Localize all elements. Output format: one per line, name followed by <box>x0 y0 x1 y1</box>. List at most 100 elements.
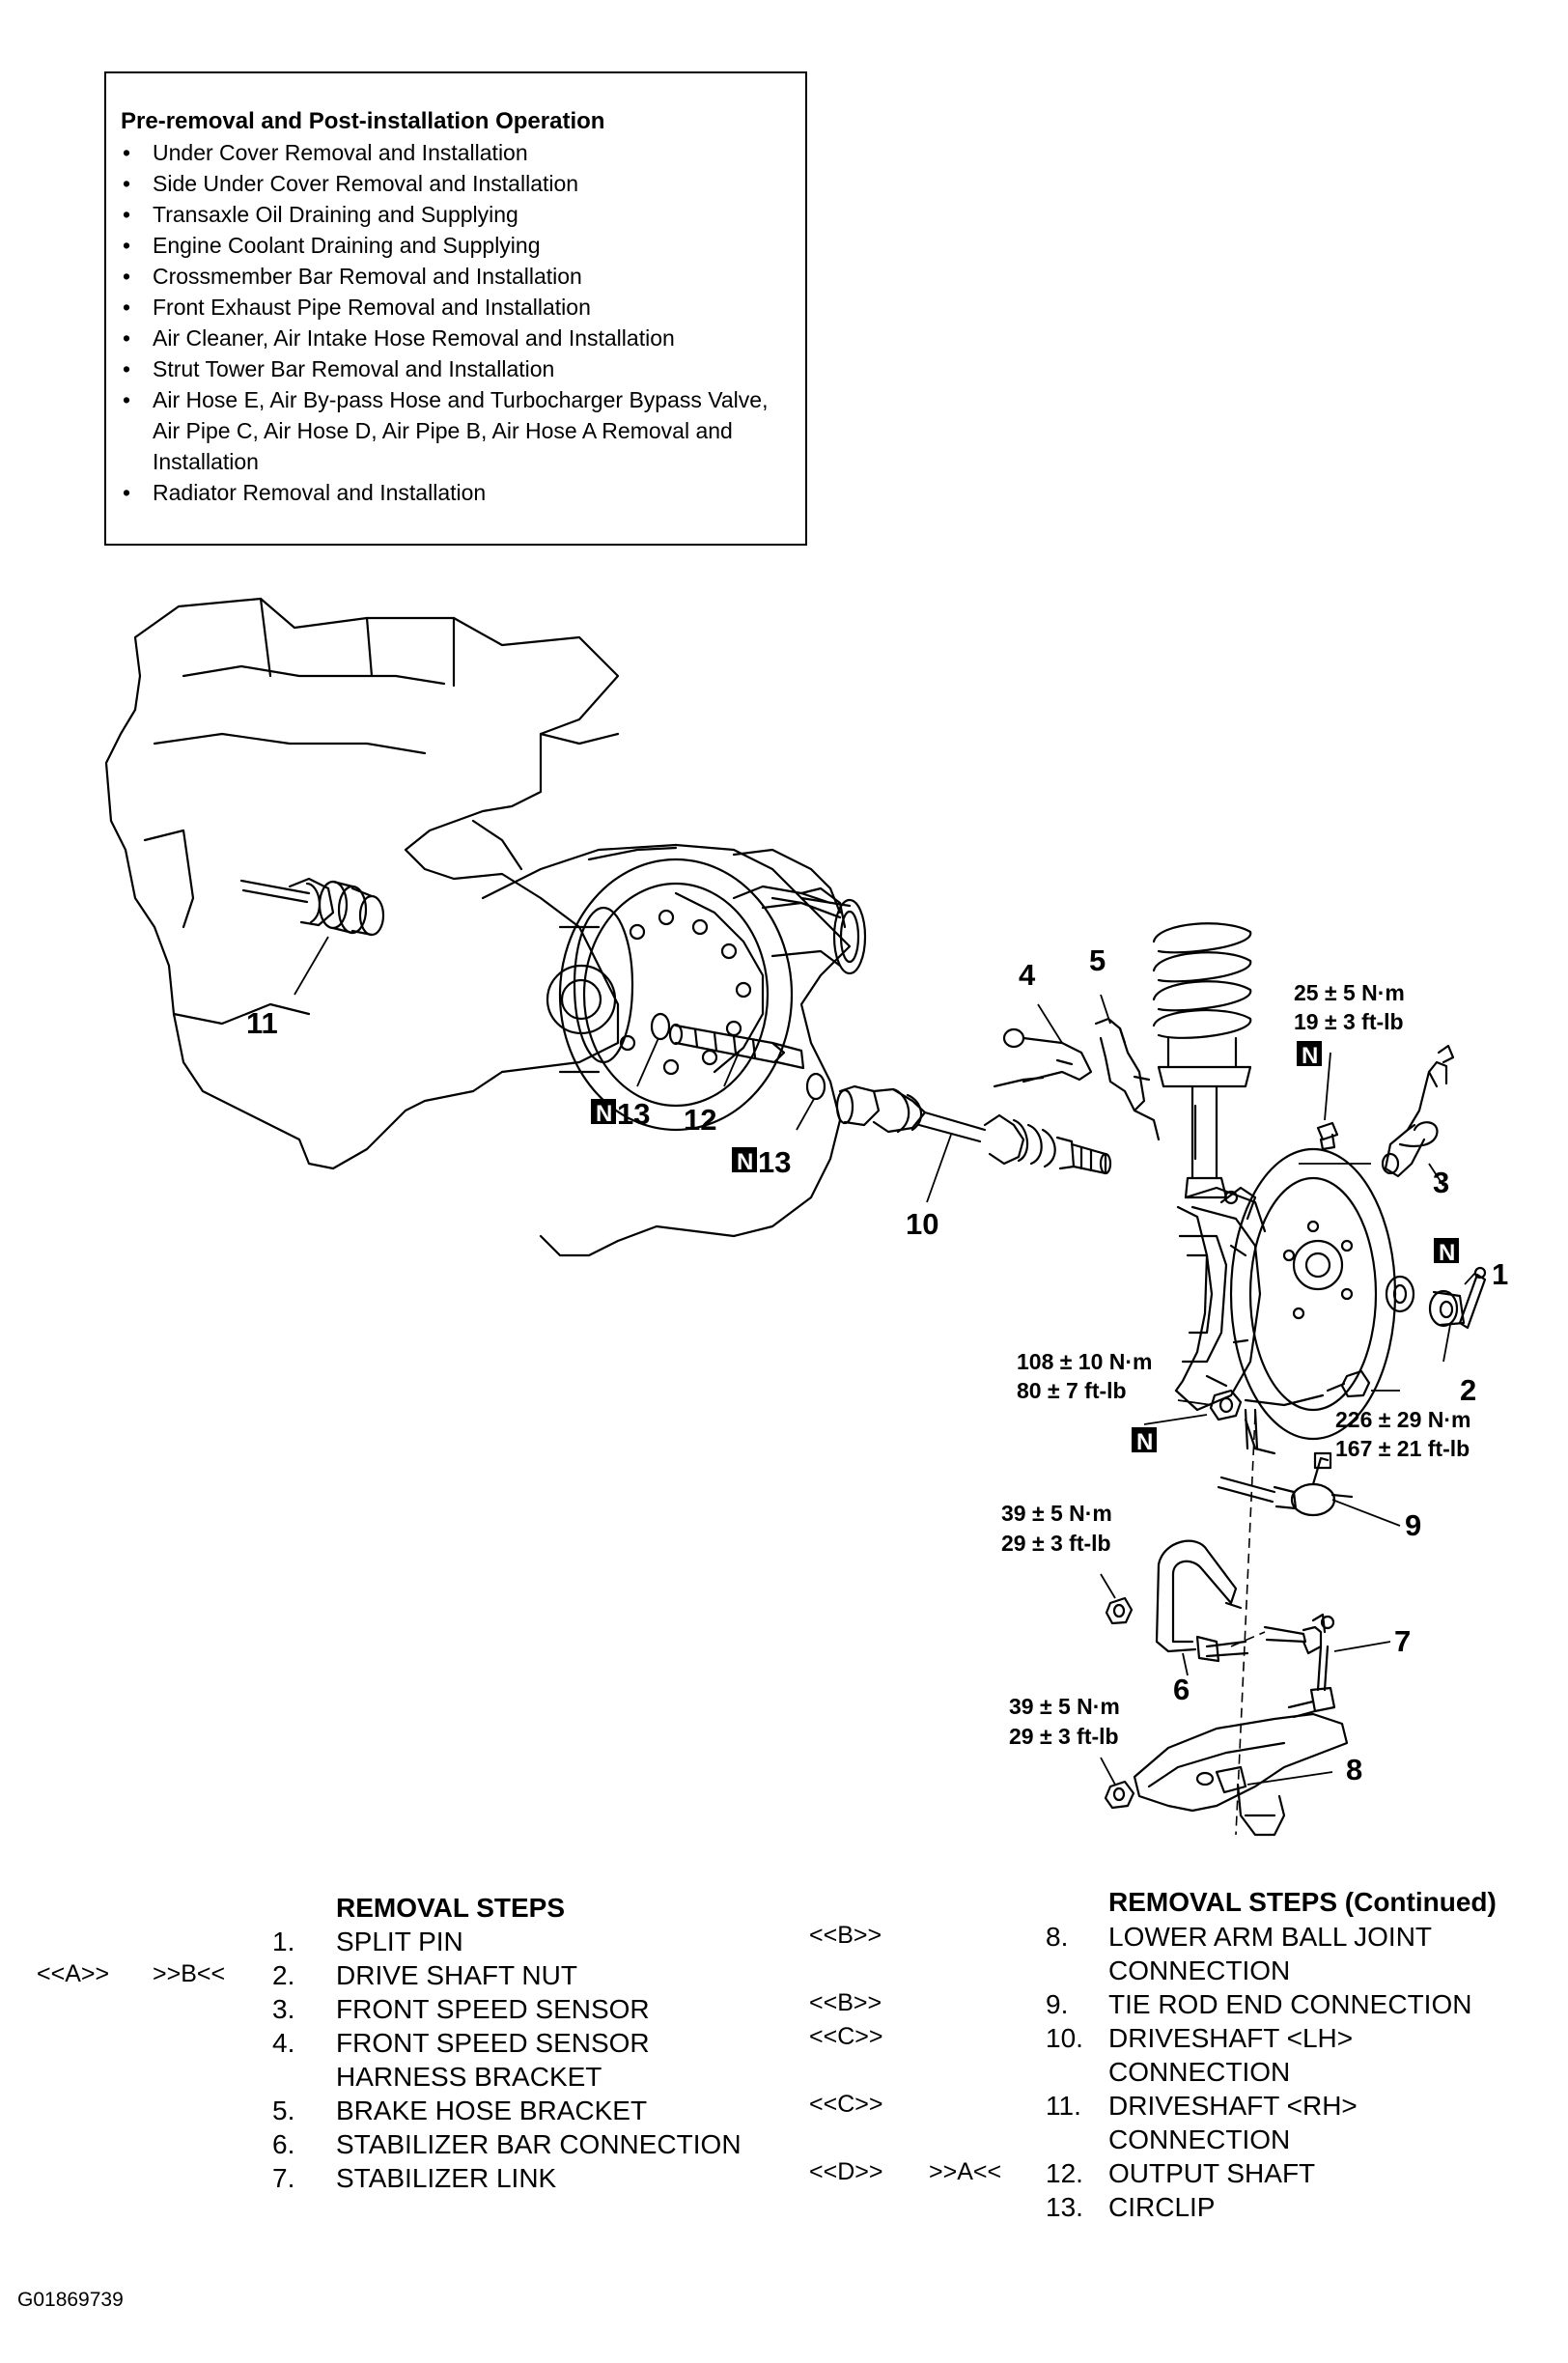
torque-balljoint-nm: 108 ± 10 N·m <box>1017 1349 1152 1374</box>
n-mark-box <box>1297 1041 1322 1066</box>
step-text-cont: CONNECTION <box>1108 1955 1291 1985</box>
lower-arm <box>1133 1712 1349 1837</box>
torque-lower-nm: 39 ± 5 N·m <box>1009 1694 1120 1719</box>
torque-lower-ft: 29 ± 3 ft-lb <box>1009 1724 1119 1749</box>
step-text: CIRCLIP <box>1108 2192 1216 2222</box>
callout-7: 7 <box>1394 1624 1411 1658</box>
step-text: SPLIT PIN <box>336 1927 463 1956</box>
pre-removal-item: Air Hose E, Air By-pass Hose and Turboch… <box>118 384 794 477</box>
pre-removal-item: Transaxle Oil Draining and Supplying <box>118 199 794 230</box>
torque-stab-ft: 29 ± 3 ft-lb <box>1001 1531 1111 1556</box>
step-number: 2. <box>272 1960 295 1990</box>
pre-removal-box <box>104 71 807 546</box>
removal-steps-header: REMOVAL STEPS <box>336 1893 566 1923</box>
stabilizer-nut <box>1105 1596 1134 1625</box>
engine-block <box>104 597 620 1170</box>
step-text: LOWER ARM BALL JOINT <box>1108 1922 1433 1952</box>
figure-id: G01869739 <box>17 2289 124 2311</box>
step-number: 10. <box>1046 2023 1083 2053</box>
callout-5: 5 <box>1089 943 1106 977</box>
pre-removal-item: Air Cleaner, Air Intake Hose Removal and… <box>118 323 794 353</box>
step-text: DRIVESHAFT <RH> <box>1108 2091 1358 2121</box>
drive-shaft-nut <box>1428 1289 1466 1328</box>
driveshaft-rh-end <box>239 877 385 937</box>
step-text: STABILIZER LINK <box>336 2163 557 2193</box>
transaxle-outlet-tube <box>761 896 867 975</box>
n-mark: N <box>1302 1043 1318 1069</box>
step-number: 7. <box>272 2163 295 2193</box>
torque-sensor-nm: 25 ± 5 N·m <box>1294 980 1405 1005</box>
step-code: <<C>> <box>809 2091 883 2118</box>
step-text: DRIVESHAFT <LH> <box>1108 2023 1354 2053</box>
tie-rod-end <box>1217 1451 1354 1517</box>
step-number: 13. <box>1046 2192 1083 2222</box>
step-number: 9. <box>1046 1989 1069 2019</box>
step-text: TIE ROD END CONNECTION <box>1108 1989 1472 2019</box>
step-number: 11. <box>1046 2091 1081 2121</box>
pre-removal-item: Crossmember Bar Removal and Installation <box>118 261 794 292</box>
removal-steps-continued-header: REMOVAL STEPS (Continued) <box>1108 1887 1497 1917</box>
torque-sensor-ft: 19 ± 3 ft-lb <box>1294 1009 1404 1034</box>
pre-removal-list: Under Cover Removal and Installation Sid… <box>118 137 794 508</box>
callout-3: 3 <box>1433 1166 1449 1199</box>
step-text: FRONT SPEED SENSOR <box>336 1994 650 2024</box>
callout-13b: 13 <box>758 1145 791 1179</box>
callout-8: 8 <box>1346 1753 1362 1786</box>
driveshaft-lh <box>835 1084 1112 1175</box>
pre-removal-item: Engine Coolant Draining and Supplying <box>118 230 794 261</box>
step-text-cont: CONNECTION <box>1108 2124 1291 2154</box>
step-text: STABILIZER BAR CONNECTION <box>336 2129 742 2159</box>
torque-hubnut-ft: 167 ± 21 ft-lb <box>1335 1436 1470 1461</box>
ball-joint-nut <box>1209 1389 1243 1421</box>
stabilizer-bar <box>1155 1539 1249 1663</box>
step-text: BRAKE HOSE BRACKET <box>336 2096 648 2125</box>
callout-13a: 13 <box>617 1097 650 1131</box>
n-mark: N <box>1136 1429 1153 1455</box>
step-code: <<B>> <box>809 1989 882 2016</box>
hub-washer <box>1385 1275 1415 1313</box>
transaxle-case <box>481 843 852 1257</box>
pre-removal-item: Side Under Cover Removal and Installatio… <box>118 168 794 199</box>
sensor-bolt <box>1316 1121 1339 1151</box>
step-number: 12. <box>1046 2158 1083 2188</box>
step-number: 1. <box>272 1927 295 1956</box>
speed-sensor-harness-bracket <box>993 1027 1093 1088</box>
step-number: 8. <box>1046 1922 1069 1952</box>
n-mark: N <box>596 1101 612 1127</box>
callout-9: 9 <box>1405 1508 1421 1542</box>
step-number: 4. <box>272 2028 295 2058</box>
step-code: <<B>> <box>809 1922 882 1949</box>
step-text-cont: CONNECTION <box>1108 2057 1291 2087</box>
n-mark: N <box>737 1149 753 1175</box>
pre-removal-item: Under Cover Removal and Installation <box>118 137 794 168</box>
torque-hubnut-nm: 226 ± 29 N·m <box>1335 1407 1470 1432</box>
lower-arm-nut <box>1104 1780 1135 1810</box>
circlip-left <box>650 1012 671 1041</box>
knuckle-bolt <box>1326 1369 1371 1398</box>
output-shaft <box>668 1023 805 1070</box>
torque-stab-nm: 39 ± 5 N·m <box>1001 1501 1112 1526</box>
step-code: >>B<< <box>153 1960 226 1987</box>
leader-lines <box>294 936 1476 1786</box>
torque-balljoint-ft: 80 ± 7 ft-lb <box>1017 1378 1127 1403</box>
n-mark-box <box>1434 1238 1459 1263</box>
step-code: <<C>> <box>809 2023 883 2050</box>
step-text: FRONT SPEED SENSOR <box>336 2028 650 2058</box>
n-mark-box <box>732 1147 757 1172</box>
pre-removal-item: Front Exhaust Pipe Removal and Installat… <box>118 292 794 323</box>
brake-hose-bracket <box>1094 1017 1161 1141</box>
driveshaft-exploded-diagram: 1 2 3 4 5 6 7 8 9 10 11 12 N 13 N 13 N N… <box>104 597 1508 1837</box>
assembly-lines <box>1230 1414 1266 1836</box>
step-number: 5. <box>272 2096 295 2125</box>
pre-removal-title: Pre-removal and Post-installation Operat… <box>121 108 605 134</box>
pre-removal-item: Strut Tower Bar Removal and Installation <box>118 353 794 384</box>
callout-4: 4 <box>1019 958 1036 992</box>
n-mark: N <box>1439 1240 1455 1266</box>
front-speed-sensor <box>1381 1044 1455 1178</box>
step-text: DRIVE SHAFT NUT <box>336 1960 577 1990</box>
callout-1: 1 <box>1492 1257 1508 1291</box>
stabilizer-link <box>1263 1613 1336 1719</box>
n-mark-box <box>1132 1427 1157 1452</box>
callout-6: 6 <box>1173 1673 1190 1706</box>
step-number: 3. <box>272 1994 295 2024</box>
